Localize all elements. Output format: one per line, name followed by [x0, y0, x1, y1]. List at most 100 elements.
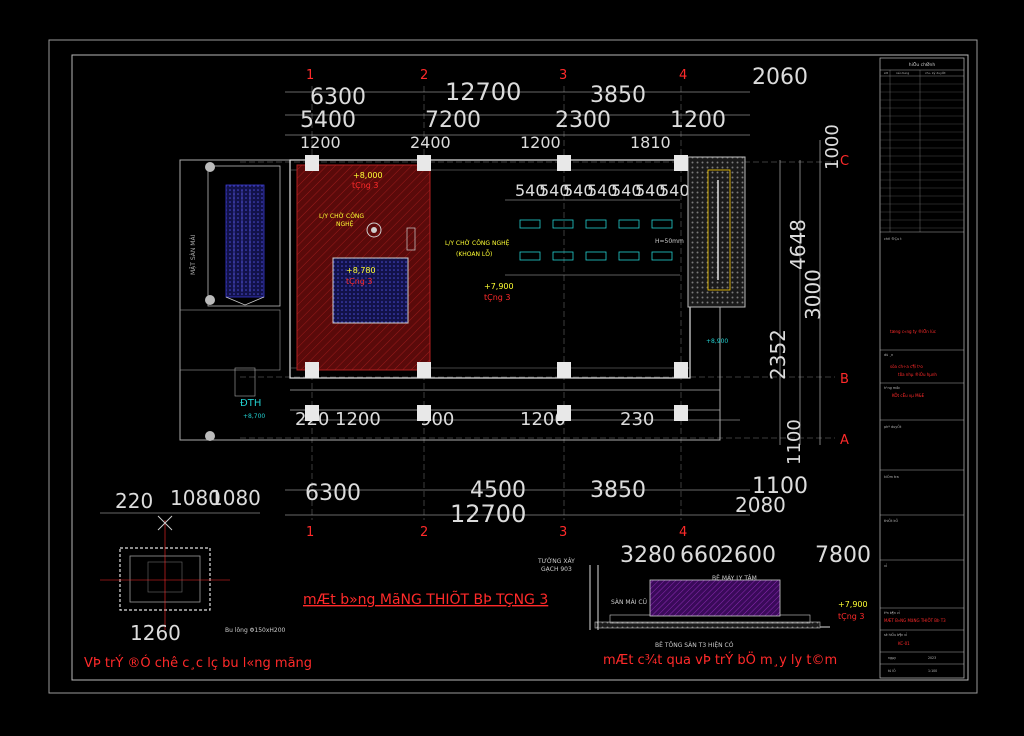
- label-concrete: BÊ TÔNG SÀN T3 HIỆN CÓ: [655, 641, 734, 649]
- floor-plan: MẶT SÀN MÁI ĐTH +8,700 L/Y CHỜ CÔNG NGHỆ…: [179, 155, 746, 441]
- dim-right-5: 1100: [784, 419, 805, 465]
- level-small-left: +8,700: [243, 413, 265, 420]
- tb-scale-value: 1:100: [928, 669, 937, 673]
- tb-header: hiÖu chØnh: [909, 61, 936, 68]
- dim-bottom-main-2: 4500: [470, 478, 526, 503]
- stair-label: MẶT SÀN MÁI: [190, 234, 197, 275]
- machine-base: [649, 579, 781, 617]
- dim-top-main-2: 12700: [445, 78, 521, 106]
- level-2-floor: tÇng 3: [346, 277, 373, 286]
- title-right: mÆt c¾t qua vÞ trÝ bÖ m¸y ly t©m: [603, 651, 837, 668]
- chiller-anchor-block: [519, 219, 541, 229]
- chiller-dim-text: 540: [563, 181, 594, 200]
- title-main: mÆt b»ng MãNG THIÕT BÞ TÇNG 3: [303, 591, 548, 608]
- inner-frame: [71, 54, 969, 681]
- equipment-pad-1: [332, 257, 409, 324]
- dim-detail-3: 1080: [210, 486, 261, 510]
- dim-detail-1: 220: [115, 489, 153, 513]
- grid-col-4-top: 4: [679, 68, 687, 83]
- chiller-anchor-block: [618, 251, 640, 261]
- dim-sec-1: 3280: [620, 543, 676, 568]
- title-block: hiÖu chØnh stt néi dung ch÷ ký duyÖt chñ…: [879, 57, 965, 679]
- dim-sec-2: 660: [680, 543, 722, 568]
- tb-drawno-value: KC-01: [898, 641, 910, 646]
- tb-col-stt: stt: [884, 71, 889, 75]
- chiller-anchor-block: [585, 251, 607, 261]
- dim-detail-bottom: 1260: [130, 621, 181, 645]
- chiller-anchor-block: [552, 251, 574, 261]
- chiller-dim-text: 540: [659, 181, 690, 200]
- dim-bottom-right: 2080: [735, 493, 786, 517]
- chiller-dim-text: 540: [635, 181, 666, 200]
- level-4-floor: tÇng 3: [838, 612, 865, 621]
- grid-col-2-top: 2: [420, 68, 428, 83]
- grid-col-3-top: 3: [559, 68, 567, 83]
- dim-top-main-3: 3850: [590, 83, 646, 108]
- tb-draw-label: vÏ: [884, 563, 887, 568]
- label-cooling-2: L/Y CHỜ CÔNG NGHỆ: [445, 239, 510, 247]
- dim-bottom-main-1: 6300: [305, 481, 361, 506]
- chiller-anchor-block: [519, 251, 541, 261]
- grid-row-c: C: [840, 154, 849, 169]
- dim-top-small-text: 1200: [520, 133, 561, 152]
- label-cooling-1b: NGHỆ: [336, 220, 354, 228]
- dim-right-3: 4648: [786, 219, 810, 270]
- anchor-bolt-detail: 220 1080 1080 1260 Bu lông Φ150xH200: [100, 486, 286, 645]
- dim-right-4: 1000: [822, 124, 843, 170]
- grid-col-1-bottom: 1: [306, 525, 314, 540]
- grid-col-2-bottom: 2: [420, 525, 428, 540]
- tb-approve-label: phª duyÖt: [884, 424, 902, 429]
- tank-pad: [687, 156, 746, 308]
- detail-note: Bu lông Φ150xH200: [225, 627, 286, 634]
- h-note: H=50mm: [655, 238, 684, 245]
- grid-row-a: A: [840, 433, 849, 448]
- dim-right-2: 3000: [801, 269, 825, 320]
- dim-top-main-4: 2060: [752, 65, 808, 90]
- level-1-value: +8,000: [353, 171, 383, 180]
- tb-drawno-label: sè hiÖu b¶n vÏ: [884, 632, 907, 637]
- tb-project-label: dù ¸n: [884, 353, 893, 357]
- dimension-texts: 6300 12700 3850 2060 5400 7200 2300 1200…: [295, 65, 843, 528]
- dim-top-small-text: 1810: [630, 133, 671, 152]
- dim-top-small-text: 2400: [410, 133, 451, 152]
- chiller-anchor-block: [585, 219, 607, 229]
- grid-row-b: B: [840, 372, 849, 387]
- dim-mid-2: 1200: [335, 409, 381, 430]
- label-floor: SÀN MÁI CŨ: [611, 599, 647, 606]
- chiller-dim-text: 540: [539, 181, 570, 200]
- outer-frame: [48, 39, 978, 694]
- dim-sec-4: 7800: [815, 543, 871, 568]
- tb-owner-value: tæng c«ng ty ®iÖn lùc: [890, 329, 936, 334]
- tb-check-label: kiÓm tra: [884, 474, 899, 479]
- tb-date-label: ngµy: [888, 656, 896, 660]
- grid-col-1-top: 1: [306, 68, 314, 83]
- chiller-dim-text: 540: [587, 181, 618, 200]
- dim-bottom-main-3: 3850: [590, 478, 646, 503]
- dim-mid-5: 230: [620, 409, 654, 430]
- dim-right-1: 2352: [766, 329, 790, 380]
- label-wall: TƯỜNG XÂY: [537, 558, 575, 565]
- level-small-right: +8,900: [706, 338, 728, 345]
- dimension-lines: [285, 91, 821, 516]
- label-wall-b: GẠCH 903: [541, 566, 572, 573]
- level-1-floor: tÇng 3: [352, 181, 379, 190]
- grid-col-4-bottom: 4: [679, 525, 687, 540]
- dim-sec-3: 2600: [720, 543, 776, 568]
- dim-top-small-text: 1200: [300, 133, 341, 152]
- tb-owner-label: chñ ®Çu t­: [884, 237, 902, 241]
- title-left: VÞ trÝ ®Ó chê c¸c lç bu l«ng mãng: [84, 655, 312, 671]
- level-3-value: +7,900: [484, 282, 514, 291]
- chiller-anchor-block: [651, 251, 673, 261]
- dim-bottom-main-4: 1100: [752, 474, 808, 499]
- tb-date-value: 2023: [928, 656, 936, 660]
- grid-labels: 1 2 3 4 1 2 3 4 C B A: [306, 68, 849, 540]
- dim-top-sub-4: 1200: [670, 108, 726, 133]
- chiller-anchor-block: [618, 219, 640, 229]
- dim-bottom-total: 12700: [450, 500, 526, 528]
- tb-project-value-1: söa ch÷a c¶i t¹o: [890, 364, 923, 369]
- level-3-floor: tÇng 3: [484, 293, 511, 302]
- label-cooling-2b: (KHOAN LỖ): [456, 250, 492, 258]
- grid-col-3-bottom: 3: [559, 525, 567, 540]
